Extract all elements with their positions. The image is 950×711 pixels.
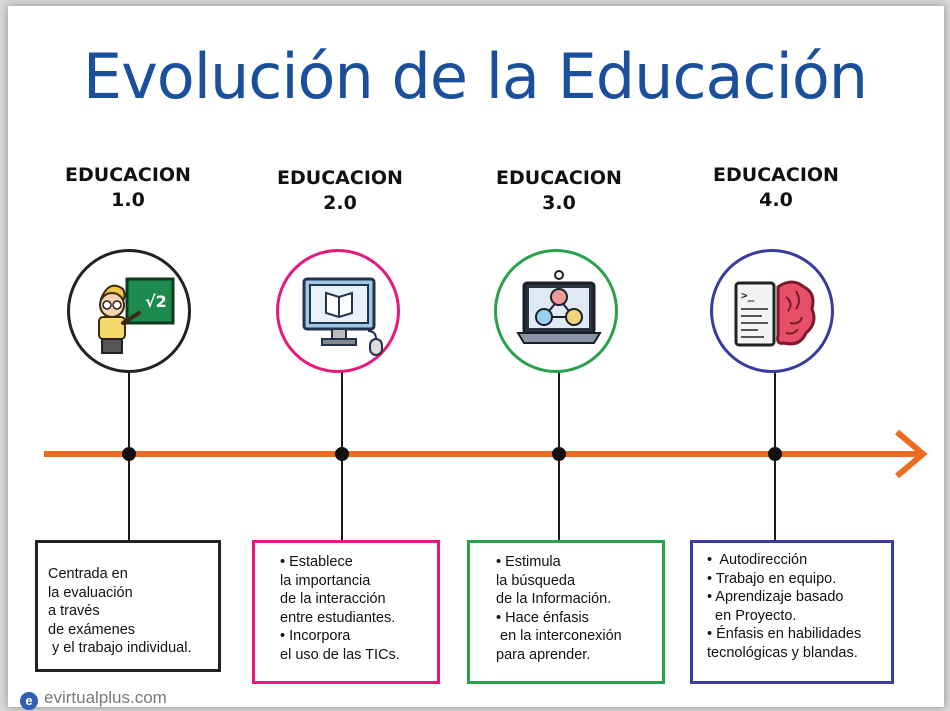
era-3-line: de la Información. — [496, 591, 612, 608]
era-4-line: tecnológicas y blandas. — [707, 644, 858, 661]
era-3-title-line1: EDUCACION — [496, 167, 622, 189]
era-1-description: Centrada en la evaluación a través de ex… — [35, 540, 221, 672]
era-4-line: • Autodirección — [707, 552, 808, 568]
era-3-line: en la interconexión — [496, 628, 622, 645]
era-4-line: • Trabajo en equipo. — [707, 570, 837, 587]
era-1-line: Centrada en — [48, 566, 128, 582]
era-3-line: • Estimula — [496, 554, 561, 570]
era-1-icon-circle: √2 — [67, 249, 191, 373]
era-4-dot — [768, 447, 782, 461]
era-4-title: EDUCACION 4.0 — [676, 163, 876, 213]
era-1-line: a través — [48, 603, 100, 620]
era-2-icon-circle — [276, 249, 400, 373]
era-2-title-line1: EDUCACION — [277, 167, 403, 189]
era-2-line: entre estudiantes. — [280, 609, 396, 626]
era-4-description: • Autodirección • Trabajo en equipo. • A… — [690, 540, 894, 684]
era-3-line: la búsqueda — [496, 572, 576, 589]
brand-logo-icon: e — [20, 692, 38, 710]
era-1-dot — [122, 447, 136, 461]
era-3-icon-circle — [494, 249, 618, 373]
era-1-title: EDUCACION 1.0 — [28, 163, 228, 213]
brand-logo-text: evirtualplus.com — [44, 688, 167, 707]
era-2-title-line2: 2.0 — [323, 192, 357, 214]
era-1-title-line2: 1.0 — [111, 189, 145, 211]
era-1-line: de exámenes — [48, 621, 136, 638]
laptop-network-icon — [516, 270, 602, 344]
era-1-line: la evaluación — [48, 584, 133, 601]
era-2-dot — [335, 447, 349, 461]
era-3-title: EDUCACION 3.0 — [459, 166, 659, 216]
era-4-title-line1: EDUCACION — [713, 164, 839, 186]
era-2-description: • Establece la importancia de la interac… — [252, 540, 440, 684]
era-2-line: la importancia — [280, 572, 371, 589]
era-1-line: y el trabajo individual. — [48, 640, 192, 657]
era-2-line: • Establece — [280, 554, 353, 570]
era-2-line: de la interacción — [280, 591, 386, 608]
era-3-line: para aprender. — [496, 646, 591, 663]
era-4-title-line2: 4.0 — [759, 189, 793, 211]
computer-book-icon — [302, 277, 383, 356]
svg-text:>_: >_ — [741, 289, 755, 302]
era-4-line: • Énfasis en habilidades — [707, 626, 862, 643]
era-3-line: • Hace énfasis — [496, 609, 589, 626]
era-3-title-line2: 3.0 — [542, 192, 576, 214]
blackboard-formula: √2 — [145, 292, 167, 311]
code-brain-icon: >_ — [734, 280, 816, 347]
era-2-line: • Incorpora — [280, 628, 351, 645]
era-4-line: • Aprendizaje basado — [707, 589, 844, 606]
era-2-line: el uso de las TICs. — [280, 646, 400, 663]
era-4-line: en Proyecto. — [707, 607, 797, 624]
page-title: Evolución de la Educación — [82, 40, 868, 113]
teacher-blackboard-icon: √2 — [98, 277, 175, 354]
brand-logo: e evirtualplus.com — [20, 688, 167, 710]
era-1-title-line1: EDUCACION — [65, 164, 191, 186]
era-2-title: EDUCACION 2.0 — [240, 166, 440, 216]
timeline-axis — [44, 451, 918, 457]
era-3-dot — [552, 447, 566, 461]
era-4-icon-circle: >_ — [710, 249, 834, 373]
era-3-description: • Estimula la búsqueda de la Información… — [467, 540, 665, 684]
timeline-arrow-head-icon — [895, 429, 928, 479]
